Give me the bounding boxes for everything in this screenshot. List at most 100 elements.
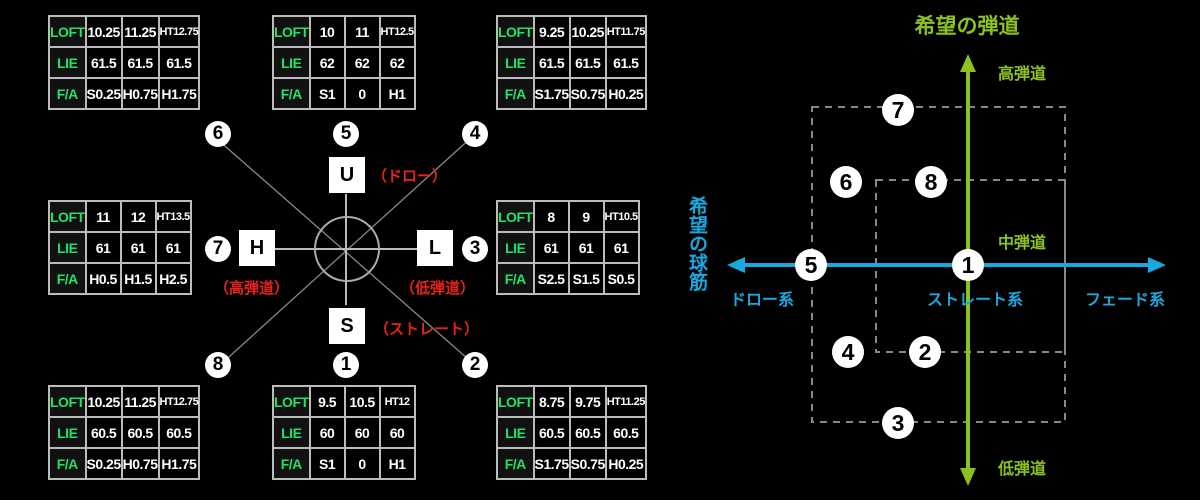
cell-lie: 61.5 (84, 46, 123, 79)
cell-lie: 61.5 (157, 46, 201, 79)
cell-fa: 0 (343, 447, 381, 480)
cell-lie: 61 (602, 231, 640, 264)
cell-fa: S1 (308, 447, 346, 480)
cell-fa: S0.25 (84, 447, 123, 480)
arrow-up-icon (960, 54, 976, 72)
cell-loft: HT12.75 (157, 385, 201, 418)
cell-lie: 60.5 (568, 416, 607, 449)
cell-lie: 61 (532, 231, 570, 264)
map-number-7: 7 (882, 94, 914, 126)
cell-loft: 11 (343, 15, 381, 48)
label-high: 高弾道 (997, 64, 1047, 83)
row-label-fa: F/A (272, 447, 311, 480)
row-label-fa: F/A (48, 447, 87, 480)
note-u: （ドロー） (372, 167, 448, 185)
cell-loft: HT11.25 (604, 385, 647, 418)
number-1: 1 (333, 352, 359, 378)
cell-lie: 61.5 (120, 46, 160, 79)
cell-lie: 60.5 (120, 416, 160, 449)
map-number-4: 4 (832, 336, 864, 368)
row-label-fa: F/A (496, 447, 535, 480)
number-8: 8 (205, 352, 231, 378)
cell-loft: 10.5 (343, 385, 381, 418)
cell-fa: S0.75 (568, 77, 607, 110)
map-number-1: 1 (952, 249, 984, 281)
cell-lie: 60 (343, 416, 381, 449)
cell-loft: 9 (567, 200, 605, 233)
row-label-lie: LIE (496, 416, 535, 449)
cell-loft: 9.25 (532, 15, 571, 48)
label-fade: フェード系 (1084, 290, 1166, 309)
cell-lie: 61.5 (604, 46, 647, 79)
cell-fa: H1 (378, 77, 416, 110)
cell-lie: 60 (378, 416, 416, 449)
row-label-fa: F/A (272, 77, 311, 110)
cell-loft: HT13.5 (154, 200, 192, 233)
cell-loft: 11 (84, 200, 122, 233)
cell-loft: 11.25 (120, 15, 160, 48)
row-label-loft: LOFT (48, 15, 87, 48)
axis-title-ballflight: 希望の球筋 (686, 196, 708, 291)
map-number-8: 8 (915, 166, 947, 198)
cell-loft: 9.5 (308, 385, 346, 418)
cell-loft: 8 (532, 200, 570, 233)
cell-fa: H0.75 (120, 77, 160, 110)
row-label-loft: LOFT (496, 385, 535, 418)
row-label-lie: LIE (48, 231, 87, 264)
row-label-fa: F/A (496, 262, 535, 295)
cell-fa: H0.25 (604, 77, 647, 110)
row-label-loft: LOFT (48, 385, 87, 418)
row-label-lie: LIE (48, 416, 87, 449)
label-draw: ドロー系 (729, 290, 795, 309)
center-circle (314, 216, 380, 282)
row-label-lie: LIE (496, 46, 535, 79)
cell-lie: 61 (567, 231, 605, 264)
cell-loft: HT12.5 (378, 15, 416, 48)
cell-fa: H1.75 (157, 447, 201, 480)
cell-lie: 61.5 (568, 46, 607, 79)
cell-lie: 60.5 (84, 416, 123, 449)
title-trajectory: 希望の弾道 (914, 14, 1020, 38)
label-low: 低弾道 (997, 459, 1047, 478)
cell-loft: HT10.5 (602, 200, 640, 233)
row-label-loft: LOFT (496, 15, 535, 48)
arrow-down-icon (960, 468, 976, 486)
cell-fa: S0.75 (568, 447, 607, 480)
cell-lie: 61.5 (532, 46, 571, 79)
cell-loft: HT11.75 (604, 15, 647, 48)
cell-loft: 10 (308, 15, 346, 48)
label-mid: 中弾道 (997, 233, 1047, 252)
cell-loft: HT12.75 (157, 15, 201, 48)
cell-loft: 10.25 (568, 15, 607, 48)
cell-loft: HT12 (378, 385, 416, 418)
map-number-5: 5 (795, 249, 827, 281)
map-number-2: 2 (909, 336, 941, 368)
weight-l: L (417, 230, 453, 266)
row-label-loft: LOFT (272, 385, 311, 418)
weight-u: U (329, 157, 365, 193)
number-7: 7 (205, 236, 231, 262)
cell-fa: 0 (343, 77, 381, 110)
number-5: 5 (333, 121, 359, 147)
cell-fa: S0.5 (602, 262, 640, 295)
cell-lie: 60.5 (532, 416, 571, 449)
row-label-loft: LOFT (272, 15, 311, 48)
number-4: 4 (462, 121, 488, 147)
cell-lie: 62 (308, 46, 346, 79)
cell-lie: 61 (119, 231, 157, 264)
